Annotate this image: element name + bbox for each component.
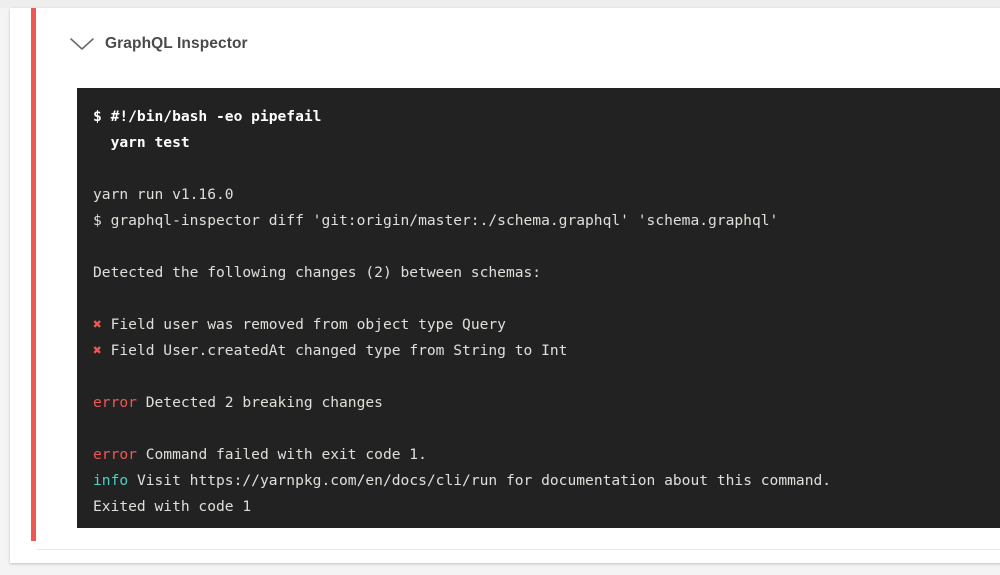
terminal-line: [93, 364, 1000, 390]
terminal-lines: $ #!/bin/bash -eo pipefail yarn test yar…: [77, 104, 1000, 520]
terminal-line: [93, 234, 1000, 260]
page-top-strip: [0, 0, 1000, 8]
terminal-message-text: Command failed with exit code 1.: [136, 446, 427, 463]
terminal-command-text: $ #!/bin/bash -eo pipefail: [93, 108, 322, 125]
terminal-line: info Visit https://yarnpkg.com/en/docs/c…: [93, 468, 1000, 494]
breaking-change-x-icon: ✖: [93, 316, 102, 333]
info-label: info: [93, 472, 129, 489]
terminal-line: $ #!/bin/bash -eo pipefail: [93, 104, 1000, 130]
terminal-line: [93, 156, 1000, 182]
error-label: error: [93, 394, 137, 411]
breaking-change-text: Field user was removed from object type …: [101, 316, 506, 333]
error-label: error: [93, 446, 137, 463]
terminal-output-text: $ graphql-inspector diff 'git:origin/mas…: [93, 212, 779, 229]
terminal-line: [93, 416, 1000, 442]
terminal-command-text: yarn test: [93, 134, 190, 151]
terminal-line: Detected the following changes (2) betwe…: [93, 260, 1000, 286]
terminal-output[interactable]: $ #!/bin/bash -eo pipefail yarn test yar…: [77, 88, 1000, 528]
breaking-change-x-icon: ✖: [93, 342, 102, 359]
terminal-line: $ graphql-inspector diff 'git:origin/mas…: [93, 208, 1000, 234]
terminal-line: ✖ Field User.createdAt changed type from…: [93, 338, 1000, 364]
terminal-line: yarn run v1.16.0: [93, 182, 1000, 208]
terminal-line: yarn test: [93, 130, 1000, 156]
job-title: GraphQL Inspector: [105, 35, 248, 52]
terminal-output-text: Exited with code 1: [93, 498, 252, 515]
breaking-change-text: Field User.createdAt changed type from S…: [101, 342, 568, 359]
card-divider: [36, 549, 1000, 550]
terminal-line: error Detected 2 breaking changes: [93, 390, 1000, 416]
terminal-output-text: yarn run v1.16.0: [93, 186, 234, 203]
terminal-line: Exited with code 1: [93, 494, 1000, 520]
terminal-line: [93, 286, 1000, 312]
job-status-bar: [31, 8, 36, 541]
card-footer: [36, 550, 1000, 563]
terminal-line: error Command failed with exit code 1.: [93, 442, 1000, 468]
terminal-output-text: Detected the following changes (2) betwe…: [93, 264, 542, 281]
job-header[interactable]: GraphQL Inspector: [36, 8, 1000, 80]
job-card: GraphQL Inspector $ #!/bin/bash -eo pipe…: [10, 8, 1000, 563]
chevron-down-icon[interactable]: [65, 36, 99, 52]
terminal-line: ✖ Field user was removed from object typ…: [93, 312, 1000, 338]
terminal-message-text: Visit https://yarnpkg.com/en/docs/cli/ru…: [128, 472, 832, 489]
terminal-message-text: Detected 2 breaking changes: [136, 394, 383, 411]
